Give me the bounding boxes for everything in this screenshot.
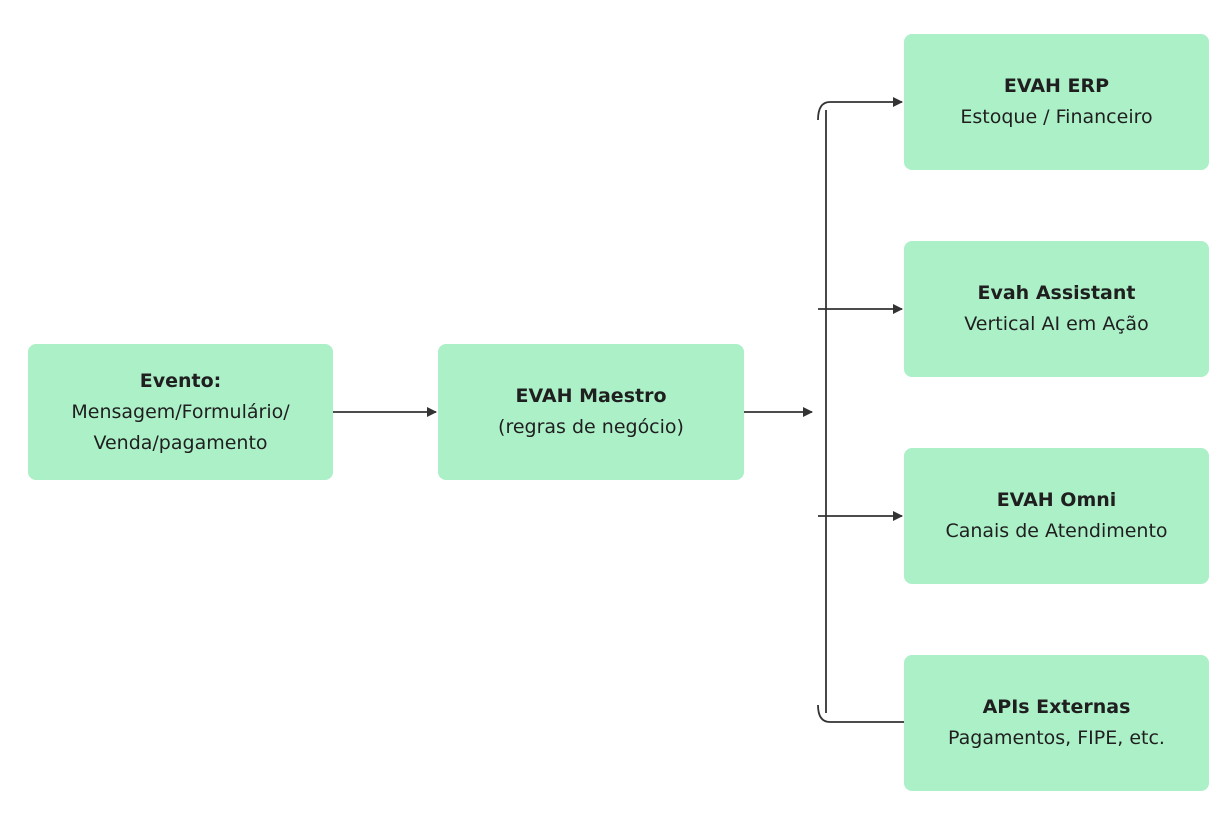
node-omni-line-1: Canais de Atendimento xyxy=(945,520,1168,542)
node-maestro-title: EVAH Maestro xyxy=(515,385,667,407)
node-evento-line-2: Venda/pagamento xyxy=(93,431,268,454)
line-to-apis xyxy=(817,704,904,723)
node-evah-omni: EVAH Omni Canais de Atendimento xyxy=(904,448,1209,584)
node-omni-title: EVAH Omni xyxy=(996,489,1117,511)
node-apis-externas: APIs Externas Pagamentos, FIPE, etc. xyxy=(904,655,1209,791)
node-evento-line-1: Mensagem/Formulário/ xyxy=(71,400,290,423)
node-maestro-line-1: (regras de negócio) xyxy=(498,416,684,438)
node-evah-maestro: EVAH Maestro (regras de negócio) xyxy=(438,344,744,480)
arrow-to-erp xyxy=(817,97,903,121)
node-evento-title: Evento: xyxy=(139,369,222,392)
node-assistant-title: Evah Assistant xyxy=(977,282,1136,304)
node-apis-line-1: Pagamentos, FIPE, etc. xyxy=(948,727,1165,749)
node-apis-title: APIs Externas xyxy=(982,696,1131,718)
node-evah-assistant: Evah Assistant Vertical AI em Ação xyxy=(904,241,1209,377)
node-evah-erp: EVAH ERP Estoque / Financeiro xyxy=(904,34,1209,170)
node-erp-line-1: Estoque / Financeiro xyxy=(960,106,1153,128)
node-assistant-line-1: Vertical AI em Ação xyxy=(964,313,1149,335)
node-erp-title: EVAH ERP xyxy=(1003,75,1110,97)
node-evento: Evento: Mensagem/Formulário/ Venda/pagam… xyxy=(28,344,333,480)
